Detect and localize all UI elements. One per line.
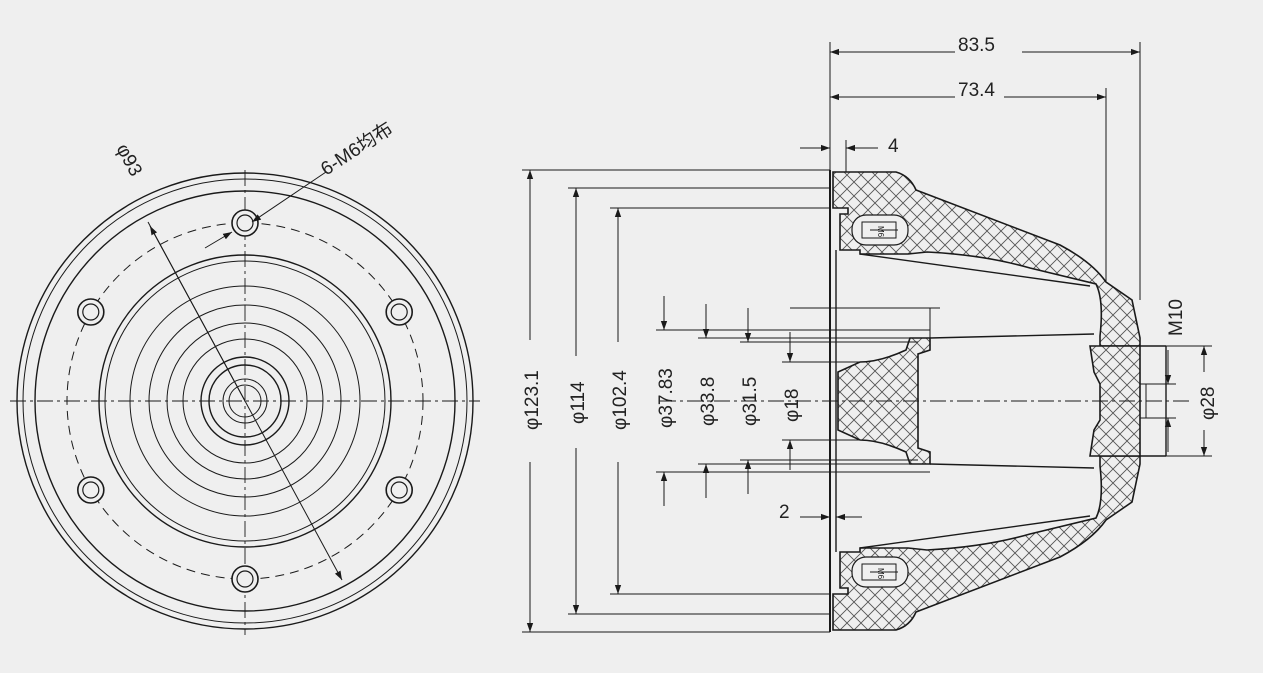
bolt-pocket-bottom: M6: [851, 556, 909, 588]
dim-overall-length: 83.5: [829, 35, 1141, 300]
body-length-label: 73.4: [958, 80, 995, 101]
dim-d18: φ18: [782, 389, 803, 422]
end-diameter-label: φ28: [1198, 387, 1219, 420]
dim-thread: M10: [1146, 299, 1187, 452]
bolt-hole: [231, 565, 259, 593]
diameter-dimensions: φ123.1 φ114 φ102.4 φ37.83 φ33.8 φ31.5 φ1…: [522, 170, 803, 632]
section-top: [832, 171, 1141, 347]
dim-d33: φ33.8: [698, 377, 719, 426]
bolt-hole: [385, 298, 414, 326]
dim-step-thickness: 2: [779, 502, 862, 552]
dim-body-length: 73.4: [830, 80, 1107, 282]
profile-lines: [829, 170, 1167, 632]
bolt-hole: [77, 298, 105, 326]
bolt-hole: [231, 209, 259, 237]
dim-d114: φ114: [568, 381, 589, 424]
dim-end-diameter: φ28: [1166, 345, 1219, 457]
center-lines: [10, 170, 480, 635]
dim-d102: φ102.4: [610, 370, 631, 430]
bolt-mark-bottom: M6: [876, 568, 885, 580]
holes-label: 6-M6均布: [317, 117, 397, 180]
side-view: M6 M6 83.5 73.4 4: [522, 35, 1219, 633]
dim-d37: φ37.83: [656, 368, 677, 428]
section-bottom: [832, 455, 1141, 631]
overall-length-label: 83.5: [958, 35, 995, 56]
dim-d123: φ123.1: [522, 370, 543, 430]
diameter-extension-lines: [522, 169, 940, 633]
front-view: φ93 6-M6均布: [10, 117, 480, 635]
thread-label: M10: [1166, 299, 1187, 336]
dim-flange-thickness: 4: [800, 136, 899, 172]
bolt-pocket-top: M6: [851, 214, 909, 246]
flange-thickness-label: 4: [888, 136, 899, 157]
step-thickness-label: 2: [779, 502, 790, 523]
pcd-label: φ93: [112, 140, 146, 179]
bolt-hole: [77, 476, 105, 504]
bolt-mark-top: M6: [876, 226, 885, 238]
dim-d31: φ31.5: [740, 377, 761, 426]
bolt-holes: [77, 209, 414, 593]
bolt-hole: [385, 476, 414, 504]
